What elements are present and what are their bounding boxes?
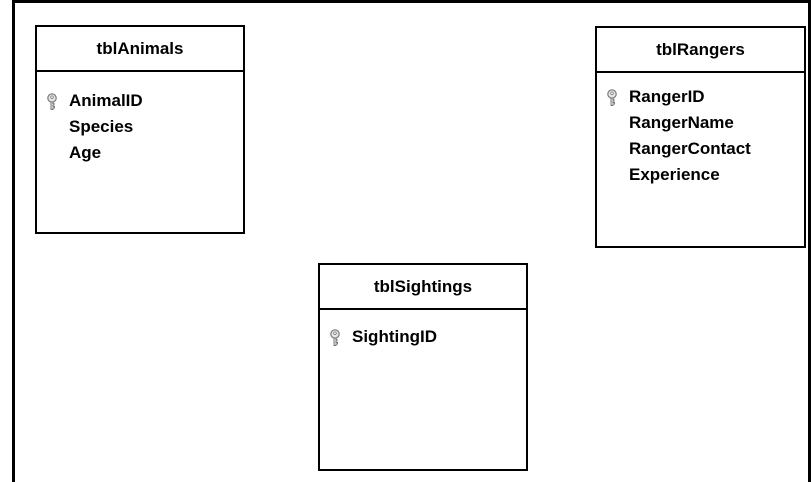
field-row-rangerid: RangerID (597, 84, 804, 110)
field-label: Experience (629, 165, 720, 184)
field-row-sightingid: SightingID (320, 324, 526, 350)
diagram-canvas: tblAnimals AnimalID Species Age tblRange… (12, 0, 811, 482)
key-icon (607, 89, 617, 106)
field-label: SightingID (352, 327, 437, 346)
table-tblanimals: tblAnimals AnimalID Species Age (35, 25, 245, 234)
field-row-species: Species (37, 114, 243, 140)
field-row-rangercontact: RangerContact (597, 136, 804, 162)
table-title: tblRangers (597, 28, 804, 73)
field-label: RangerID (629, 87, 705, 106)
field-row-rangername: RangerName (597, 110, 804, 136)
table-title: tblAnimals (37, 27, 243, 72)
field-label: AnimalID (69, 91, 143, 110)
table-title: tblSightings (320, 265, 526, 310)
field-row-animalid: AnimalID (37, 88, 243, 114)
field-label: Species (69, 117, 134, 136)
table-tblsightings: tblSightings SightingID (318, 263, 528, 471)
field-list: AnimalID Species Age (37, 72, 243, 166)
field-label: RangerContact (629, 139, 751, 158)
field-row-experience: Experience (597, 162, 804, 188)
table-tblrangers: tblRangers RangerID RangerName RangerCon… (595, 26, 806, 248)
key-icon (330, 329, 340, 346)
key-icon (47, 93, 57, 110)
field-list: RangerID RangerName RangerContact Experi… (597, 73, 804, 188)
field-list: SightingID (320, 310, 526, 350)
field-row-age: Age (37, 140, 243, 166)
field-label: Age (69, 143, 102, 162)
field-label: RangerName (629, 113, 734, 132)
